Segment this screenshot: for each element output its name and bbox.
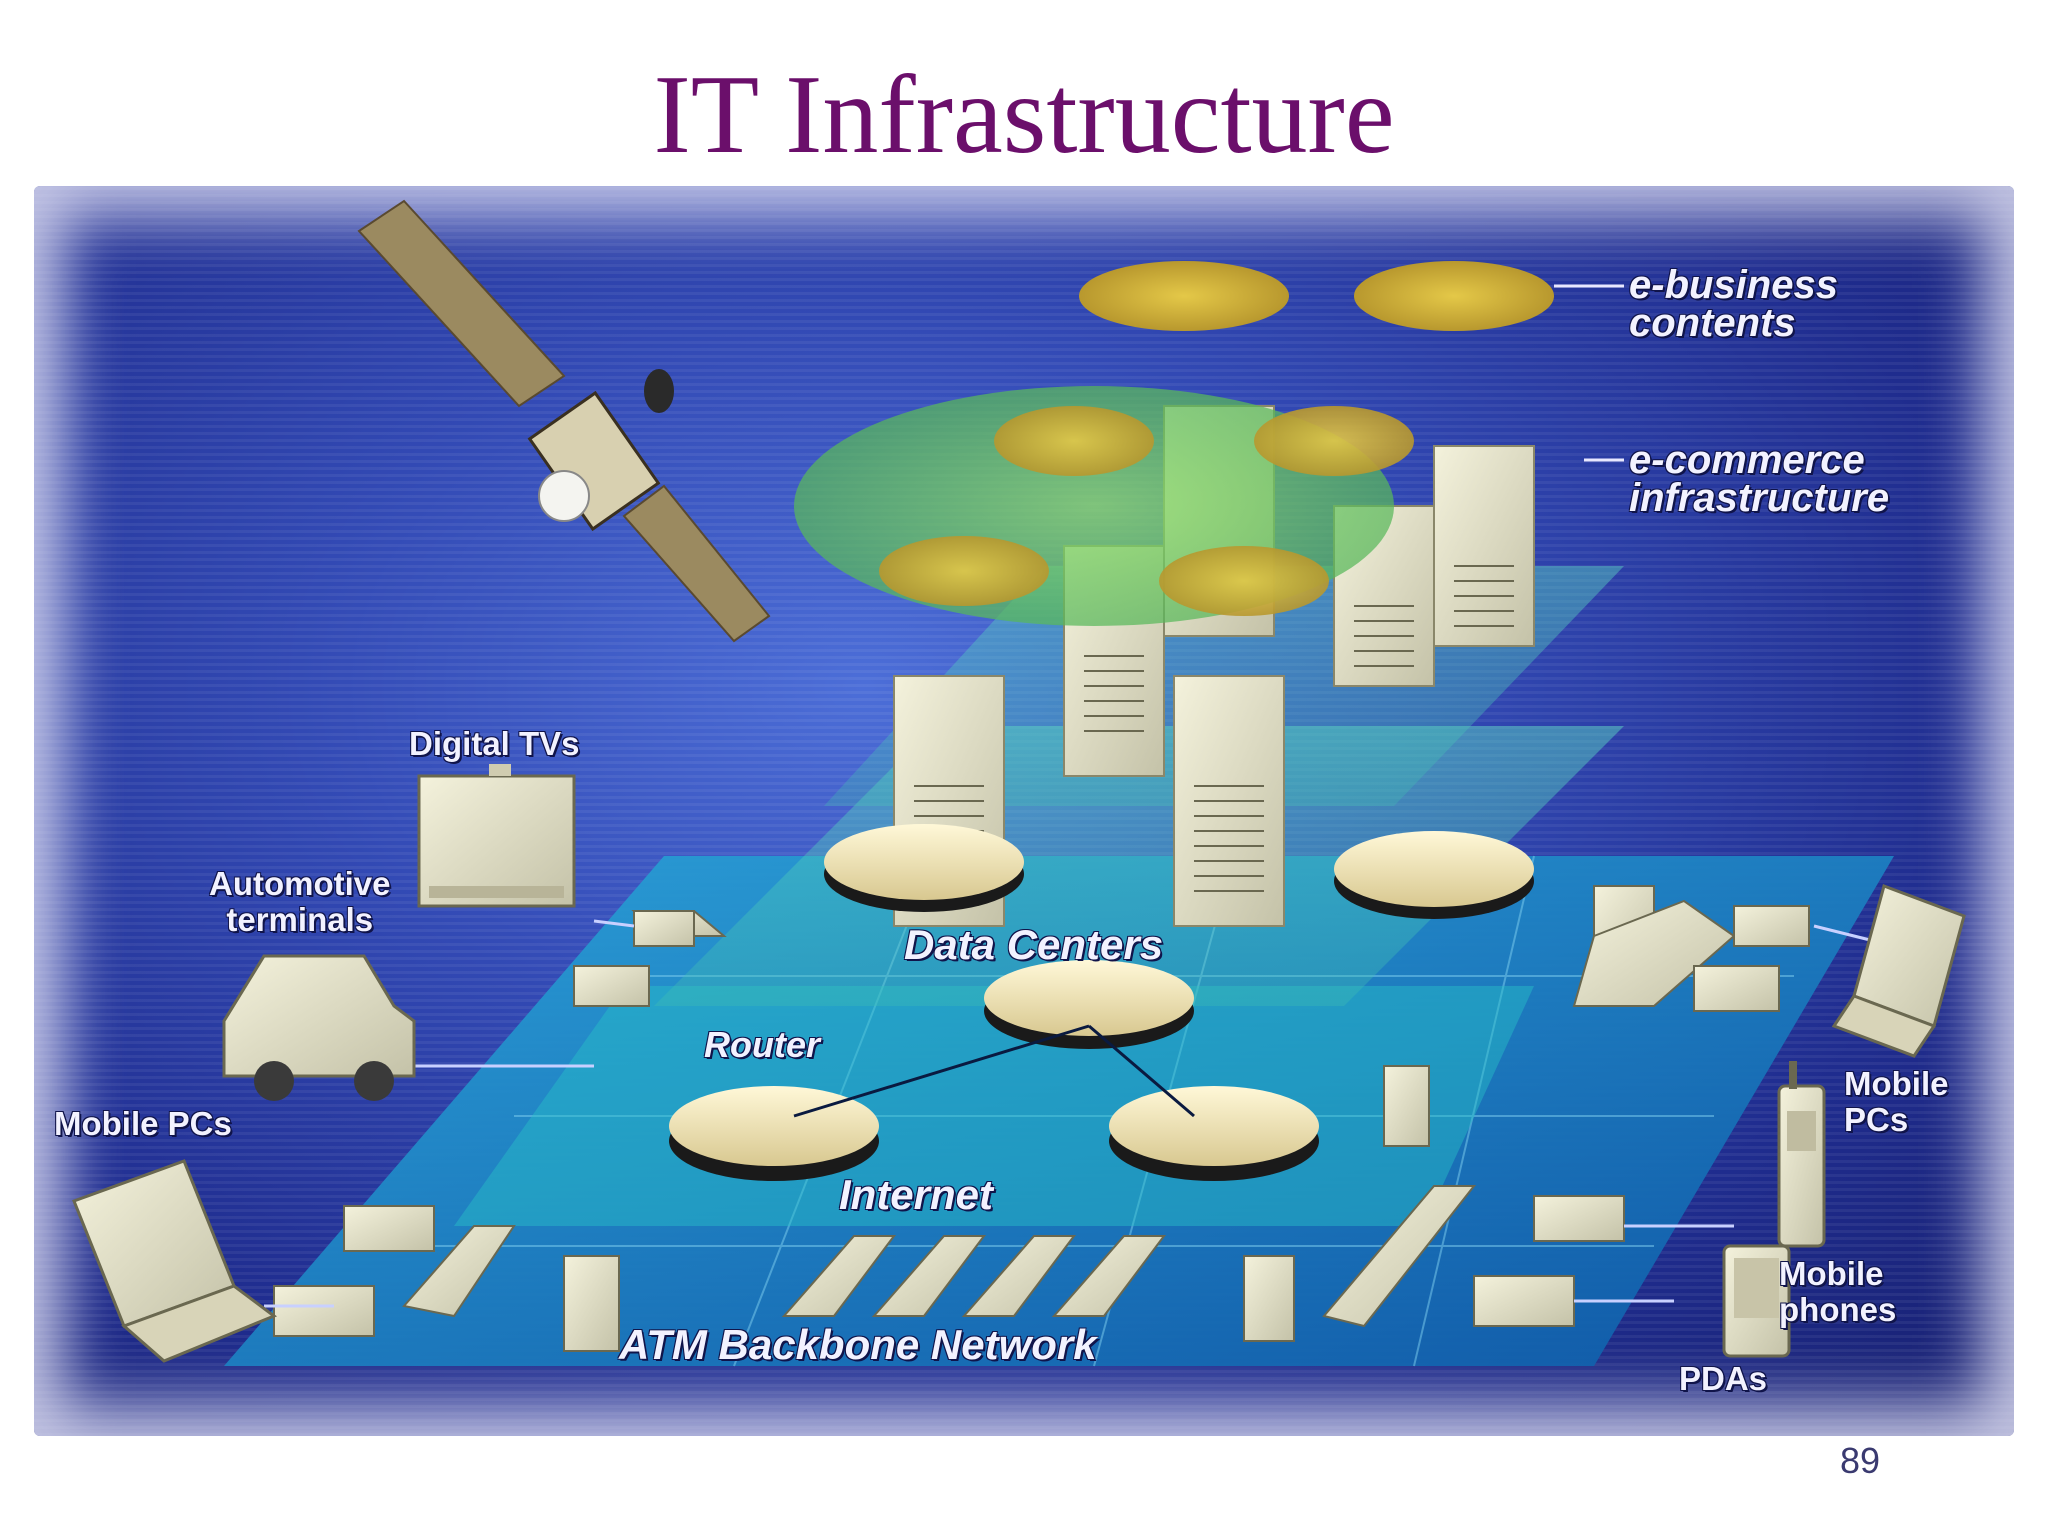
- infrastructure-diagram: e-business contents e-commerce infrastru…: [34, 186, 2014, 1436]
- page-number: 89: [1839, 1440, 1881, 1481]
- mobile-pcs-left-label: Mobile PCs: [54, 1105, 232, 1142]
- atm-backbone-label: ATM Backbone Network: [619, 1321, 1097, 1368]
- digital-tv-icon: [417, 764, 576, 908]
- internet-label: Internet: [839, 1171, 994, 1218]
- satellite-icon: [357, 199, 771, 643]
- ebusiness-label: e-business contents: [1629, 263, 1838, 345]
- ecommerce-label: e-commerce infrastructure: [1629, 438, 1890, 520]
- mobile-phones-label: Mobile phones: [1779, 1255, 1897, 1328]
- mobile-phone-icon: [1777, 1061, 1826, 1248]
- router-label: Router: [704, 1024, 820, 1065]
- laptop-icon: [1831, 884, 1966, 1058]
- switch-icon: [273, 885, 1810, 1352]
- automotive-terminals-label: Automotive terminals: [209, 865, 391, 938]
- mobile-pcs-right-label: Mobile PCs: [1844, 1065, 1949, 1138]
- leader-lines: [1554, 284, 1624, 462]
- device-connections: [264, 919, 1875, 1308]
- pda-icon: [1722, 1244, 1791, 1358]
- laptop-icon: [72, 1159, 278, 1363]
- page-title: IT Infrastructure: [653, 53, 1395, 177]
- router-icon: [669, 824, 1534, 1181]
- data-centers-label: Data Centers: [904, 921, 1164, 968]
- diagram-artwork: [72, 199, 1966, 1367]
- ebusiness-discs: [879, 261, 1554, 616]
- router-links: [793, 1024, 1195, 1118]
- car-icon: [222, 954, 416, 1101]
- pdas-label: PDAs: [1679, 1360, 1768, 1397]
- digital-tvs-label: Digital TVs: [409, 725, 580, 762]
